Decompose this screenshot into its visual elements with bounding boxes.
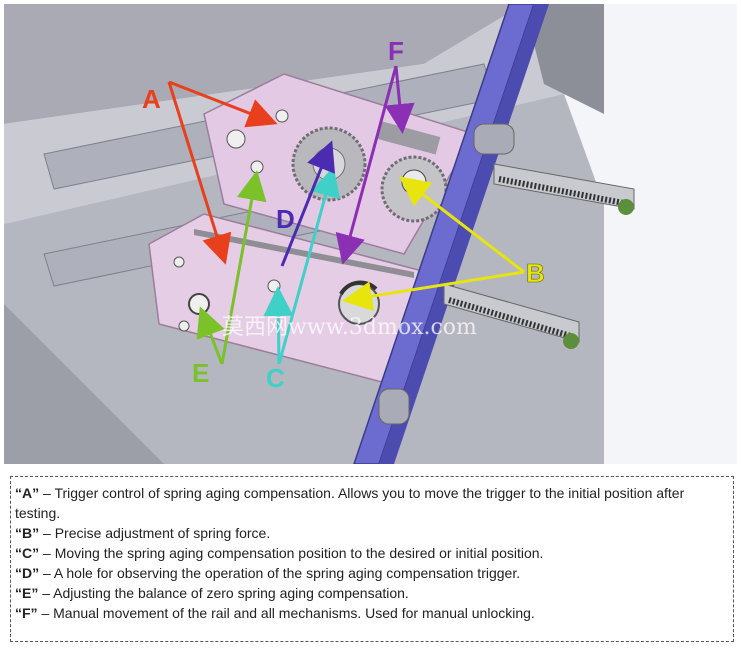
callout-label-b: B [526,258,545,288]
bolt [178,320,190,332]
lower-frame-edge [4,304,164,464]
legend-item-b: “B” – Precise adjustment of spring force… [15,523,727,543]
lower-rack-roller [563,333,579,349]
legend-text: – Manual movement of the rail and all me… [37,605,535,621]
legend-box: “A” – Trigger control of spring aging co… [10,476,734,642]
blue-rail [353,4,535,464]
top-frame-plate [4,4,524,124]
legend-key: “C” [15,545,40,561]
callout-b-arrows [342,176,525,312]
mechanism-figure: A B C D E F 莫西网www.3dmox.com [4,4,737,464]
legend-item-d: “D” – A hole for observing the operation… [15,563,727,583]
legend-key: “A” [15,485,40,501]
lower-rack-teeth [448,297,575,340]
lower-rail-slot [194,229,414,278]
callout-label-f: F [388,36,404,66]
callout-e-arrows [196,170,267,365]
legend-key: “E” [15,585,39,601]
legend-item-c: “C” – Moving the spring aging compensati… [15,543,727,563]
callout-d-arrows [280,140,336,267]
right-frame-post [524,4,604,114]
legend-item-a: “A” – Trigger control of spring aging co… [15,483,727,523]
callout-label-a: A [142,84,161,114]
legend-text: – Precise adjustment of spring force. [39,525,271,541]
callout-label-d: D [276,204,295,234]
callout-f-arrows [335,65,415,265]
legend-item-f: “F” – Manual movement of the rail and al… [15,603,727,623]
legend-key: “D” [15,565,40,581]
watermark: 莫西网www.3dmox.com [222,315,477,340]
callout-a-arrows [167,80,278,265]
callout-label-c: C [266,363,285,393]
bolt [250,160,264,174]
bolt [226,129,246,149]
legend-text: – A hole for observing the operation of … [39,565,521,581]
adjust-hole [267,279,281,293]
legend-text: – Moving the spring aging compensation p… [39,545,544,561]
blue-rail-edge [379,4,549,464]
legend-text: – Adjusting the balance of zero spring a… [38,585,409,601]
bearing-block [473,123,515,155]
balance-screw [188,293,210,315]
callout-c-arrows [263,166,341,365]
mechanism-drawing: A B C D E F 莫西网www.3dmox.com [4,4,737,464]
bolt [173,256,185,268]
legend-key: “F” [15,605,38,621]
legend-key: “B” [15,525,40,541]
legend-text: – Trigger control of spring aging compen… [15,485,685,521]
callout-label-e: E [192,358,209,388]
legend-item-e: “E” – Adjusting the balance of zero spri… [15,583,727,603]
upper-rack-roller [618,199,634,215]
bolt [275,109,289,123]
bearing-block [378,388,410,425]
